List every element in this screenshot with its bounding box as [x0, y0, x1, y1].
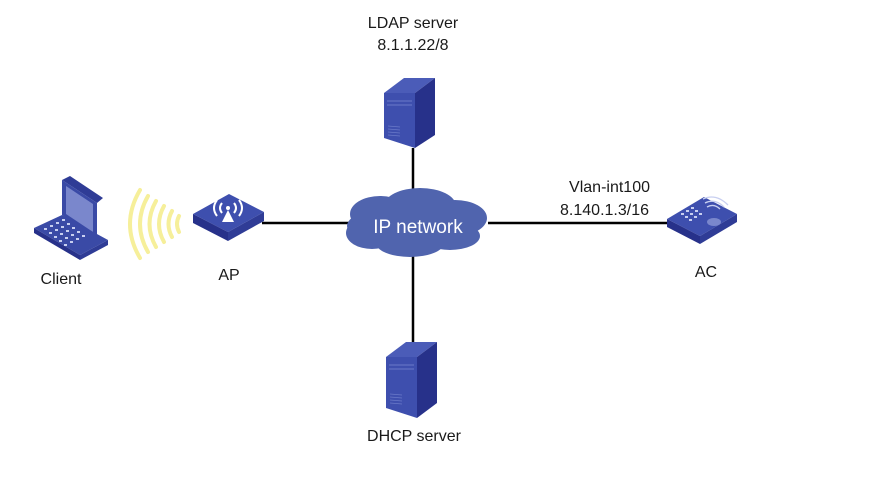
ldap-server-label: LDAP server — [368, 15, 459, 32]
wireless-signal-icon — [128, 188, 181, 260]
ip-network-cloud-icon[interactable] — [346, 188, 487, 257]
dhcp-server-icon[interactable] — [386, 342, 437, 418]
ap-icon[interactable] — [193, 194, 264, 241]
ac-icon[interactable] — [667, 196, 737, 244]
dhcp-server-label: DHCP server — [367, 428, 462, 445]
client-label: Client — [41, 271, 82, 288]
ldap-server-ip: 8.1.1.22/8 — [377, 37, 448, 54]
ac-interface-label: Vlan-int100 — [569, 179, 650, 196]
client-laptop-icon[interactable] — [34, 176, 108, 260]
ac-label: AC — [695, 264, 717, 281]
ac-ip-label: 8.140.1.3/16 — [560, 202, 649, 219]
ip-network-label: IP network — [373, 217, 463, 238]
ap-label: AP — [218, 267, 239, 284]
ldap-server-icon[interactable] — [384, 78, 435, 148]
